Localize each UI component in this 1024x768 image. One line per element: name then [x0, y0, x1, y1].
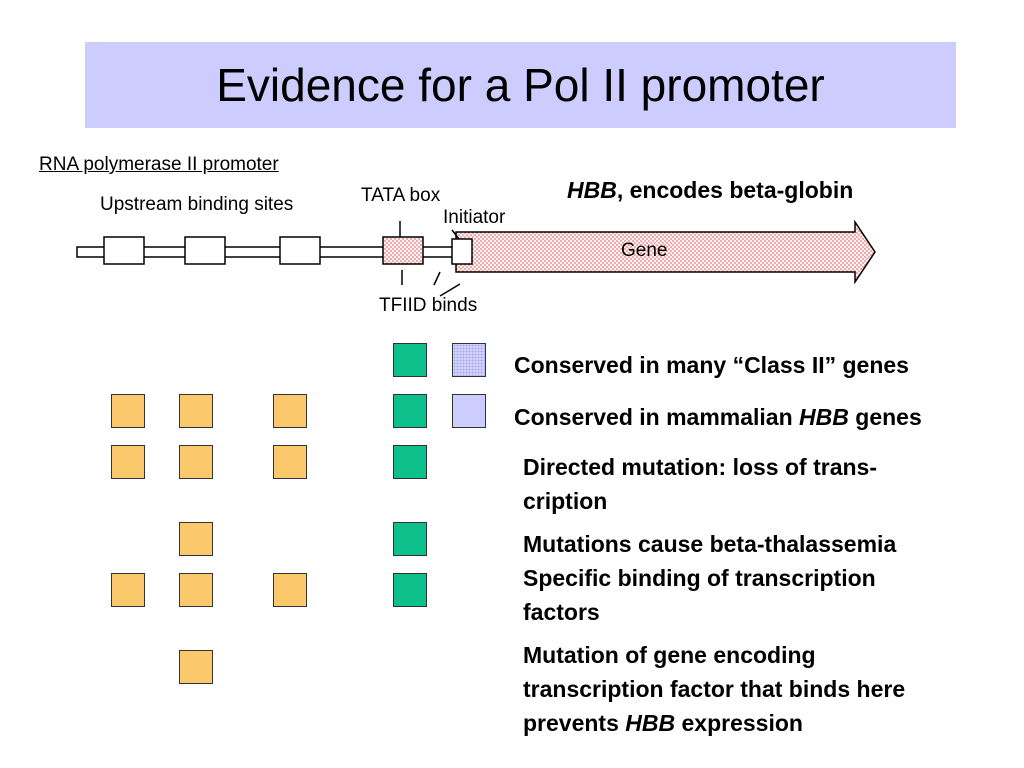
- gene-label: Gene: [621, 240, 668, 261]
- hbb-heading: HBB, encodes beta-globin: [567, 177, 853, 204]
- evidence-square-initiator: [452, 343, 486, 377]
- upstream-label: Upstream binding sites: [100, 194, 294, 215]
- evidence-square-upstream: [179, 522, 213, 556]
- evidence-square-upstream: [179, 573, 213, 607]
- tata-box: [382, 236, 424, 265]
- evidence-statement: Directed mutation: loss of trans-criptio…: [523, 450, 877, 518]
- upstream-site-3: [279, 236, 321, 265]
- upstream-site-1: [103, 236, 145, 265]
- evidence-gene-name: HBB: [799, 404, 849, 430]
- initiator-box: [451, 238, 473, 265]
- evidence-statement: Specific binding of transcription factors: [523, 561, 876, 629]
- evidence-square-upstream: [111, 445, 145, 479]
- evidence-square-upstream: [179, 394, 213, 428]
- evidence-text: cription: [523, 488, 608, 514]
- evidence-square-initiator: [452, 394, 486, 428]
- evidence-gene-name: HBB: [625, 710, 676, 736]
- evidence-square-tata: [393, 573, 427, 607]
- evidence-statement: Mutation of gene encoding transcription f…: [523, 638, 905, 740]
- evidence-square-upstream: [179, 445, 213, 479]
- initiator-leader-line: [451, 229, 460, 240]
- promoter-label: RNA polymerase II promoter: [39, 154, 279, 175]
- evidence-text: prevents: [523, 710, 626, 736]
- evidence-statement: Conserved in many “Class II” genes: [514, 348, 909, 382]
- evidence-square-upstream: [111, 573, 145, 607]
- evidence-text: Mutation of gene encoding: [523, 642, 816, 668]
- evidence-square-upstream: [273, 394, 307, 428]
- evidence-square-upstream: [111, 394, 145, 428]
- evidence-text: Mutations cause beta-thalassemia: [523, 531, 897, 557]
- evidence-text: Conserved in mammalian: [514, 404, 800, 430]
- evidence-square-upstream: [273, 445, 307, 479]
- evidence-square-tata: [393, 343, 427, 377]
- tfiid-line-3: [439, 283, 461, 297]
- evidence-text: Specific binding of transcription: [523, 565, 876, 591]
- tfiid-line-2: [433, 271, 441, 286]
- upstream-site-2: [184, 236, 226, 265]
- tata-label: TATA box: [361, 185, 441, 206]
- slide-title: Evidence for a Pol II promoter: [216, 59, 825, 111]
- evidence-statement: Mutations cause beta-thalassemia: [523, 527, 896, 561]
- hbb-gene-name: HBB: [567, 177, 617, 203]
- evidence-text: transcription factor that binds here: [523, 676, 906, 702]
- evidence-text: factors: [523, 599, 600, 625]
- evidence-square-upstream: [179, 650, 213, 684]
- evidence-square-tata: [393, 522, 427, 556]
- evidence-square-tata: [393, 445, 427, 479]
- tfiid-label: TFIID binds: [379, 295, 478, 316]
- gene-arrow: [455, 219, 876, 285]
- evidence-square-tata: [393, 394, 427, 428]
- initiator-label: Initiator: [443, 207, 506, 228]
- evidence-statement: Conserved in mammalian HBB genes: [514, 400, 922, 434]
- evidence-text: genes: [848, 404, 922, 430]
- evidence-text: Conserved in many “Class II” genes: [514, 352, 909, 378]
- title-banner: Evidence for a Pol II promoter: [85, 42, 956, 128]
- hbb-heading-rest: , encodes beta-globin: [616, 177, 854, 203]
- evidence-text: Directed mutation: loss of trans-: [523, 454, 877, 480]
- evidence-text: expression: [675, 710, 803, 736]
- evidence-square-upstream: [273, 573, 307, 607]
